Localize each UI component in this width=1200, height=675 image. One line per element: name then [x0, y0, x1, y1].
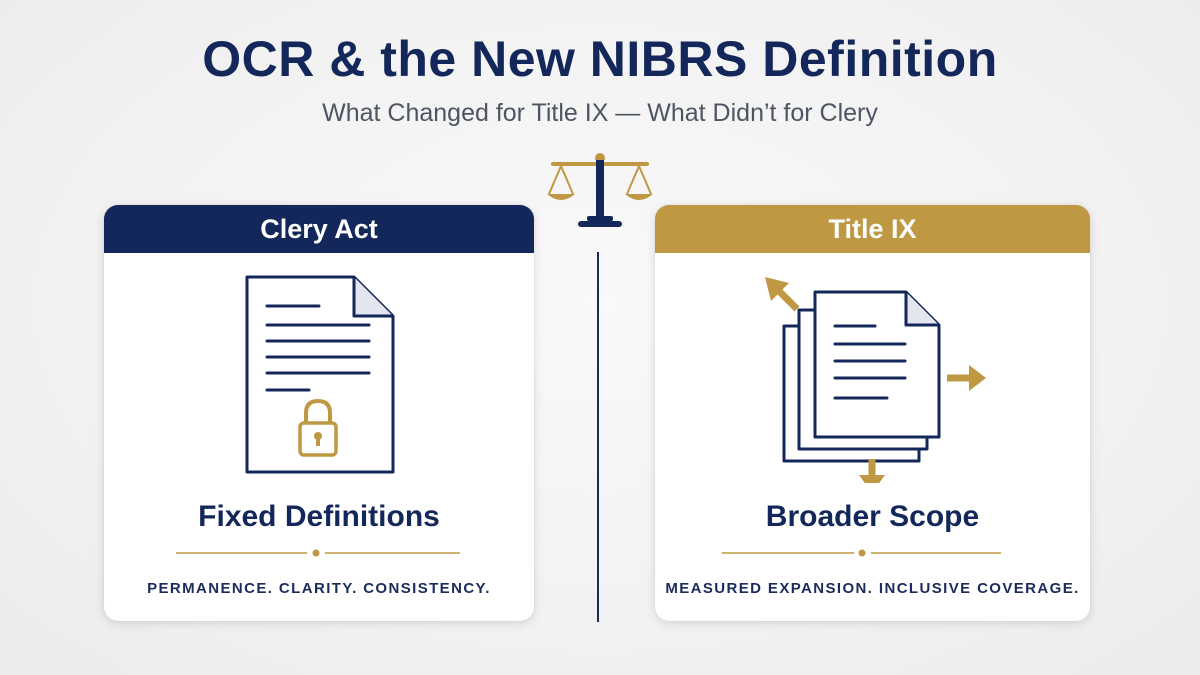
title-ix-tagline: MEASURED EXPANSION. INCLUSIVE COVERAGE. — [665, 580, 1080, 597]
clery-act-card: Clery Act Fixed Definitions PERMANENCE. … — [104, 205, 534, 621]
arrow-right-icon — [947, 365, 986, 391]
vertical-divider — [597, 252, 599, 622]
scales-of-justice-icon — [547, 153, 653, 227]
title-ix-heading: Title IX — [655, 205, 1090, 253]
expanding-documents-illustration — [765, 277, 986, 483]
clery-tagline: PERMANENCE. CLARITY. CONSISTENCY. — [147, 580, 491, 597]
padlock-icon — [298, 398, 338, 457]
ornamental-divider — [722, 549, 1001, 557]
clery-act-heading: Clery Act — [104, 205, 534, 253]
broader-scope-label: Broader Scope — [765, 500, 980, 533]
page-title: OCR & the New NIBRS Definition — [202, 31, 998, 87]
document-icon — [245, 275, 395, 474]
arrow-up-left-icon — [765, 277, 800, 312]
title-ix-card: Title IX Broader Scope — [655, 205, 1090, 621]
document-illustration — [245, 275, 395, 474]
page-subtitle: What Changed for Title IX — What Didn’t … — [322, 99, 878, 127]
ornamental-divider — [176, 549, 460, 557]
fixed-definitions-label: Fixed Definitions — [198, 500, 440, 533]
arrow-down-icon — [859, 459, 885, 483]
stacked-documents-icon — [782, 290, 941, 463]
